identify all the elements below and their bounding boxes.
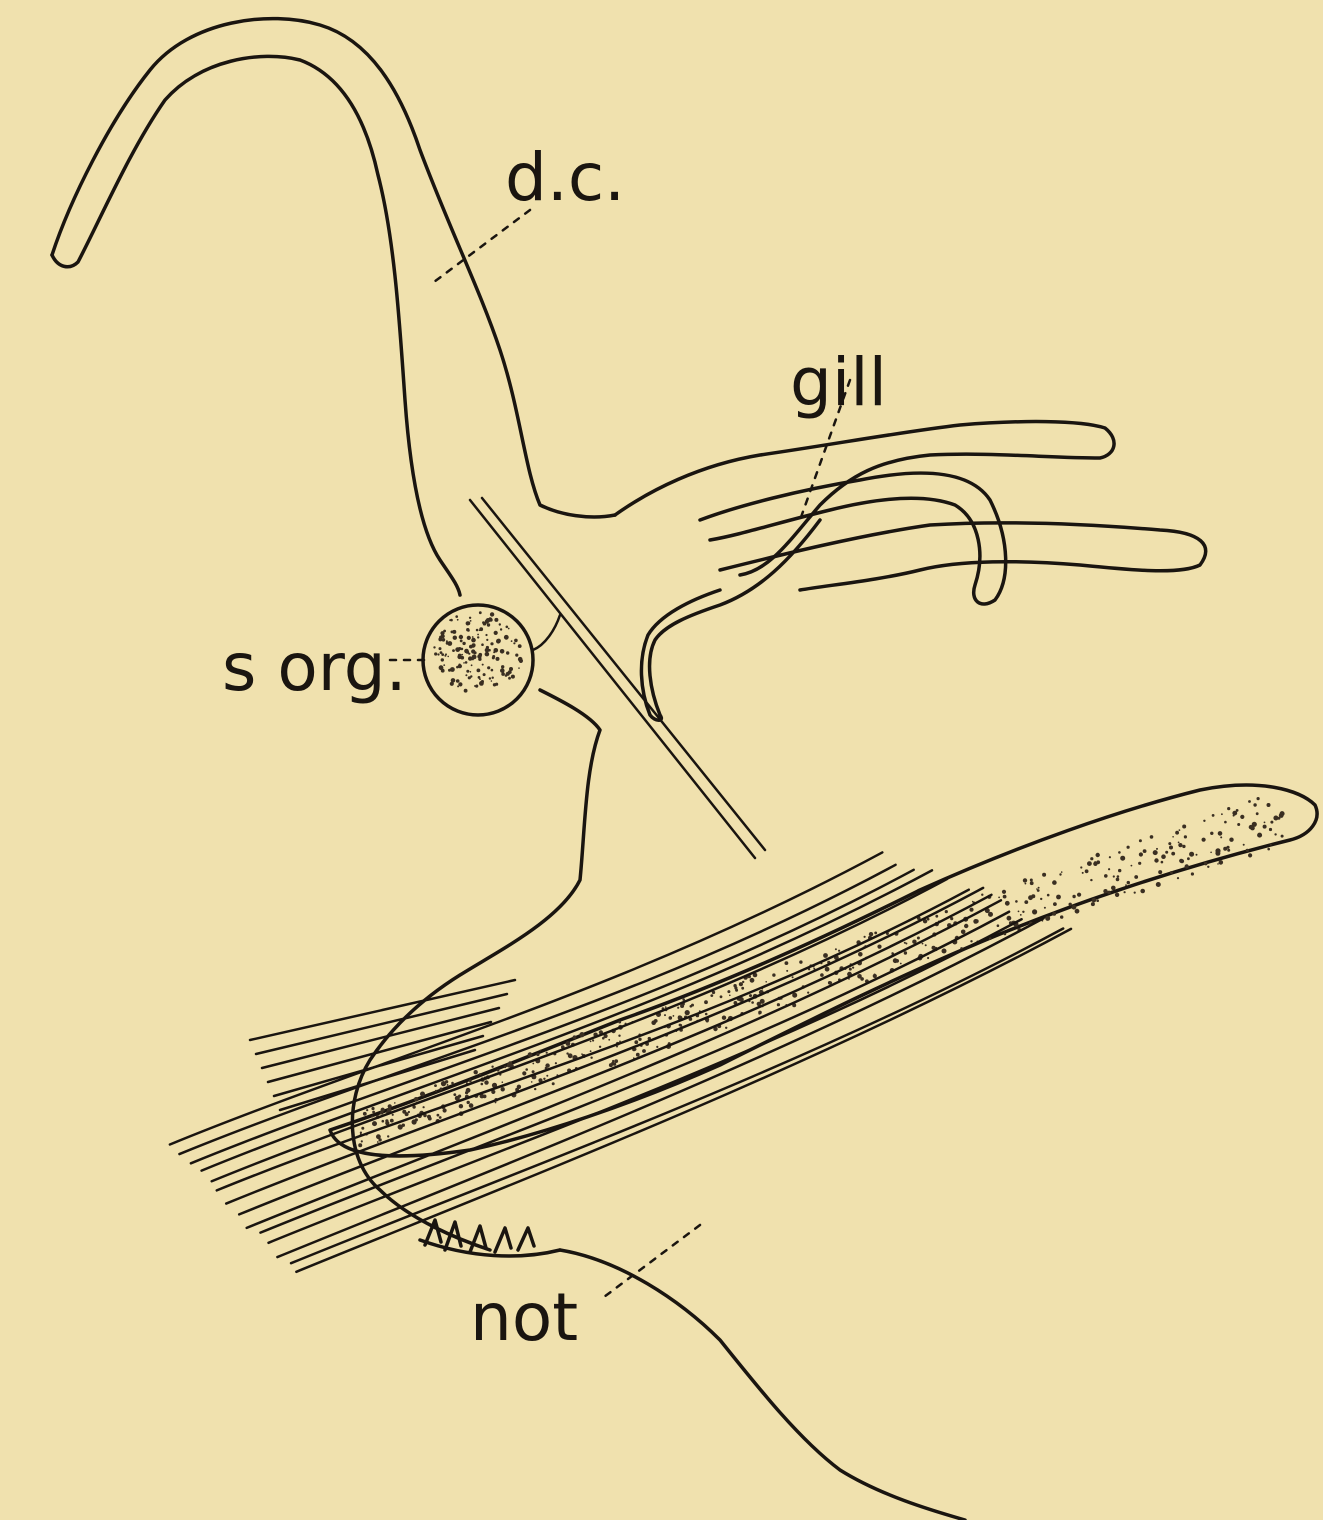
seta-line: [212, 879, 947, 1181]
notopodial-lobe: [330, 785, 1317, 1156]
gill-branches: [615, 422, 1206, 721]
label-sense-organ: s org.: [222, 629, 407, 706]
seta-line: [170, 852, 882, 1144]
sense-organ: [423, 605, 560, 715]
label-notopodium: not: [470, 1279, 578, 1356]
label-leaders: [390, 210, 850, 1300]
body-outline: [352, 690, 600, 1250]
lower-body-wall: [560, 1250, 965, 1520]
seta-line: [280, 1050, 475, 1110]
seta-line: [262, 1008, 499, 1068]
label-dorsal-cirrus: d.c.: [505, 139, 625, 216]
dorsal-cirrus: [52, 19, 615, 595]
label-gill: gill: [790, 344, 887, 421]
